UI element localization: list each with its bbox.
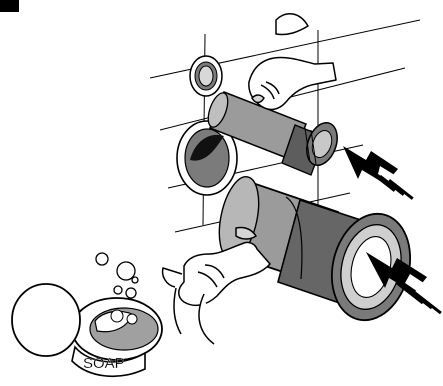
small-wall-seal-ring-icon: [190, 56, 222, 96]
hand-wiping-large-pipe-icon: [163, 227, 270, 344]
hand-wiping-small-pipe-icon: [249, 14, 336, 110]
soap-label: SOAP: [83, 355, 125, 372]
soap-tin-icon: SOAP: [12, 284, 162, 376]
black-corner-tab-icon: [0, 0, 19, 12]
push-arrow-small-pipe-icon: [343, 146, 414, 200]
soap-bubbles-icon: [96, 253, 138, 298]
